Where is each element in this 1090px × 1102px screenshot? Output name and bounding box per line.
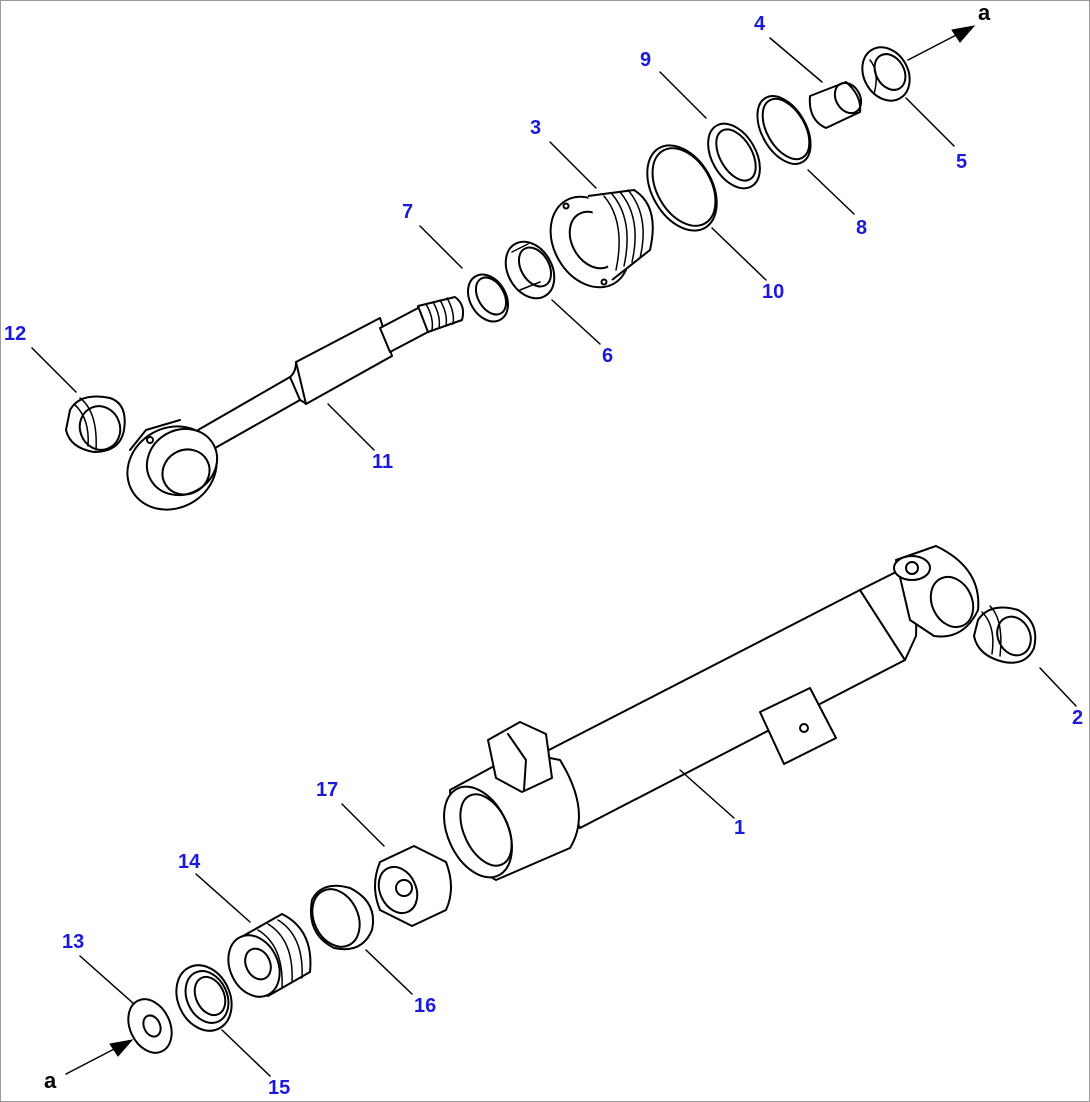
- callout-7: 7: [402, 201, 414, 223]
- part-14-piston: [227, 913, 312, 998]
- part-7-snap-ring: [467, 273, 509, 323]
- part-5-dust-seal: [861, 46, 911, 102]
- callout-3: 3: [530, 117, 542, 139]
- part-12-bushing: [65, 395, 126, 453]
- part-3-cylinder-head: [549, 189, 654, 289]
- reference-arrow-top: [907, 25, 976, 61]
- callout-8: 8: [856, 217, 868, 239]
- part-9-backup-ring: [707, 122, 761, 190]
- leader-lines: [31, 37, 1077, 1077]
- callout-14: 14: [178, 851, 201, 873]
- part-15-wear-ring: [175, 964, 233, 1032]
- callout-16: 16: [414, 995, 437, 1017]
- part-13-washer: [127, 998, 173, 1054]
- callout-5: 5: [956, 151, 968, 173]
- part-8-o-ring: [756, 95, 812, 165]
- callout-11: 11: [372, 451, 394, 473]
- callout-9: 9: [640, 49, 652, 71]
- callout-12: 12: [4, 323, 27, 345]
- callout-15: 15: [268, 1077, 291, 1099]
- part-16-ring: [310, 884, 374, 951]
- callout-2: 2: [1072, 707, 1084, 729]
- part-4-bushing: [808, 81, 863, 129]
- callout-1: 1: [734, 817, 746, 839]
- callout-17: 17: [316, 779, 339, 801]
- callout-10: 10: [762, 281, 785, 303]
- part-17-nut: [374, 845, 452, 927]
- part-1-cylinder-tube: [443, 545, 980, 881]
- callout-4: 4: [754, 13, 766, 35]
- part-2-bushing: [973, 605, 1037, 664]
- reference-arrow-bottom: [65, 1039, 134, 1075]
- part-11-piston-rod: [126, 296, 465, 511]
- part-10-o-ring: [646, 144, 718, 232]
- reference-label-top: a: [978, 0, 991, 25]
- reference-label-bottom: a: [44, 1068, 57, 1093]
- callout-13: 13: [62, 931, 85, 953]
- part-6-bearing: [504, 240, 556, 300]
- callout-6: 6: [602, 345, 614, 367]
